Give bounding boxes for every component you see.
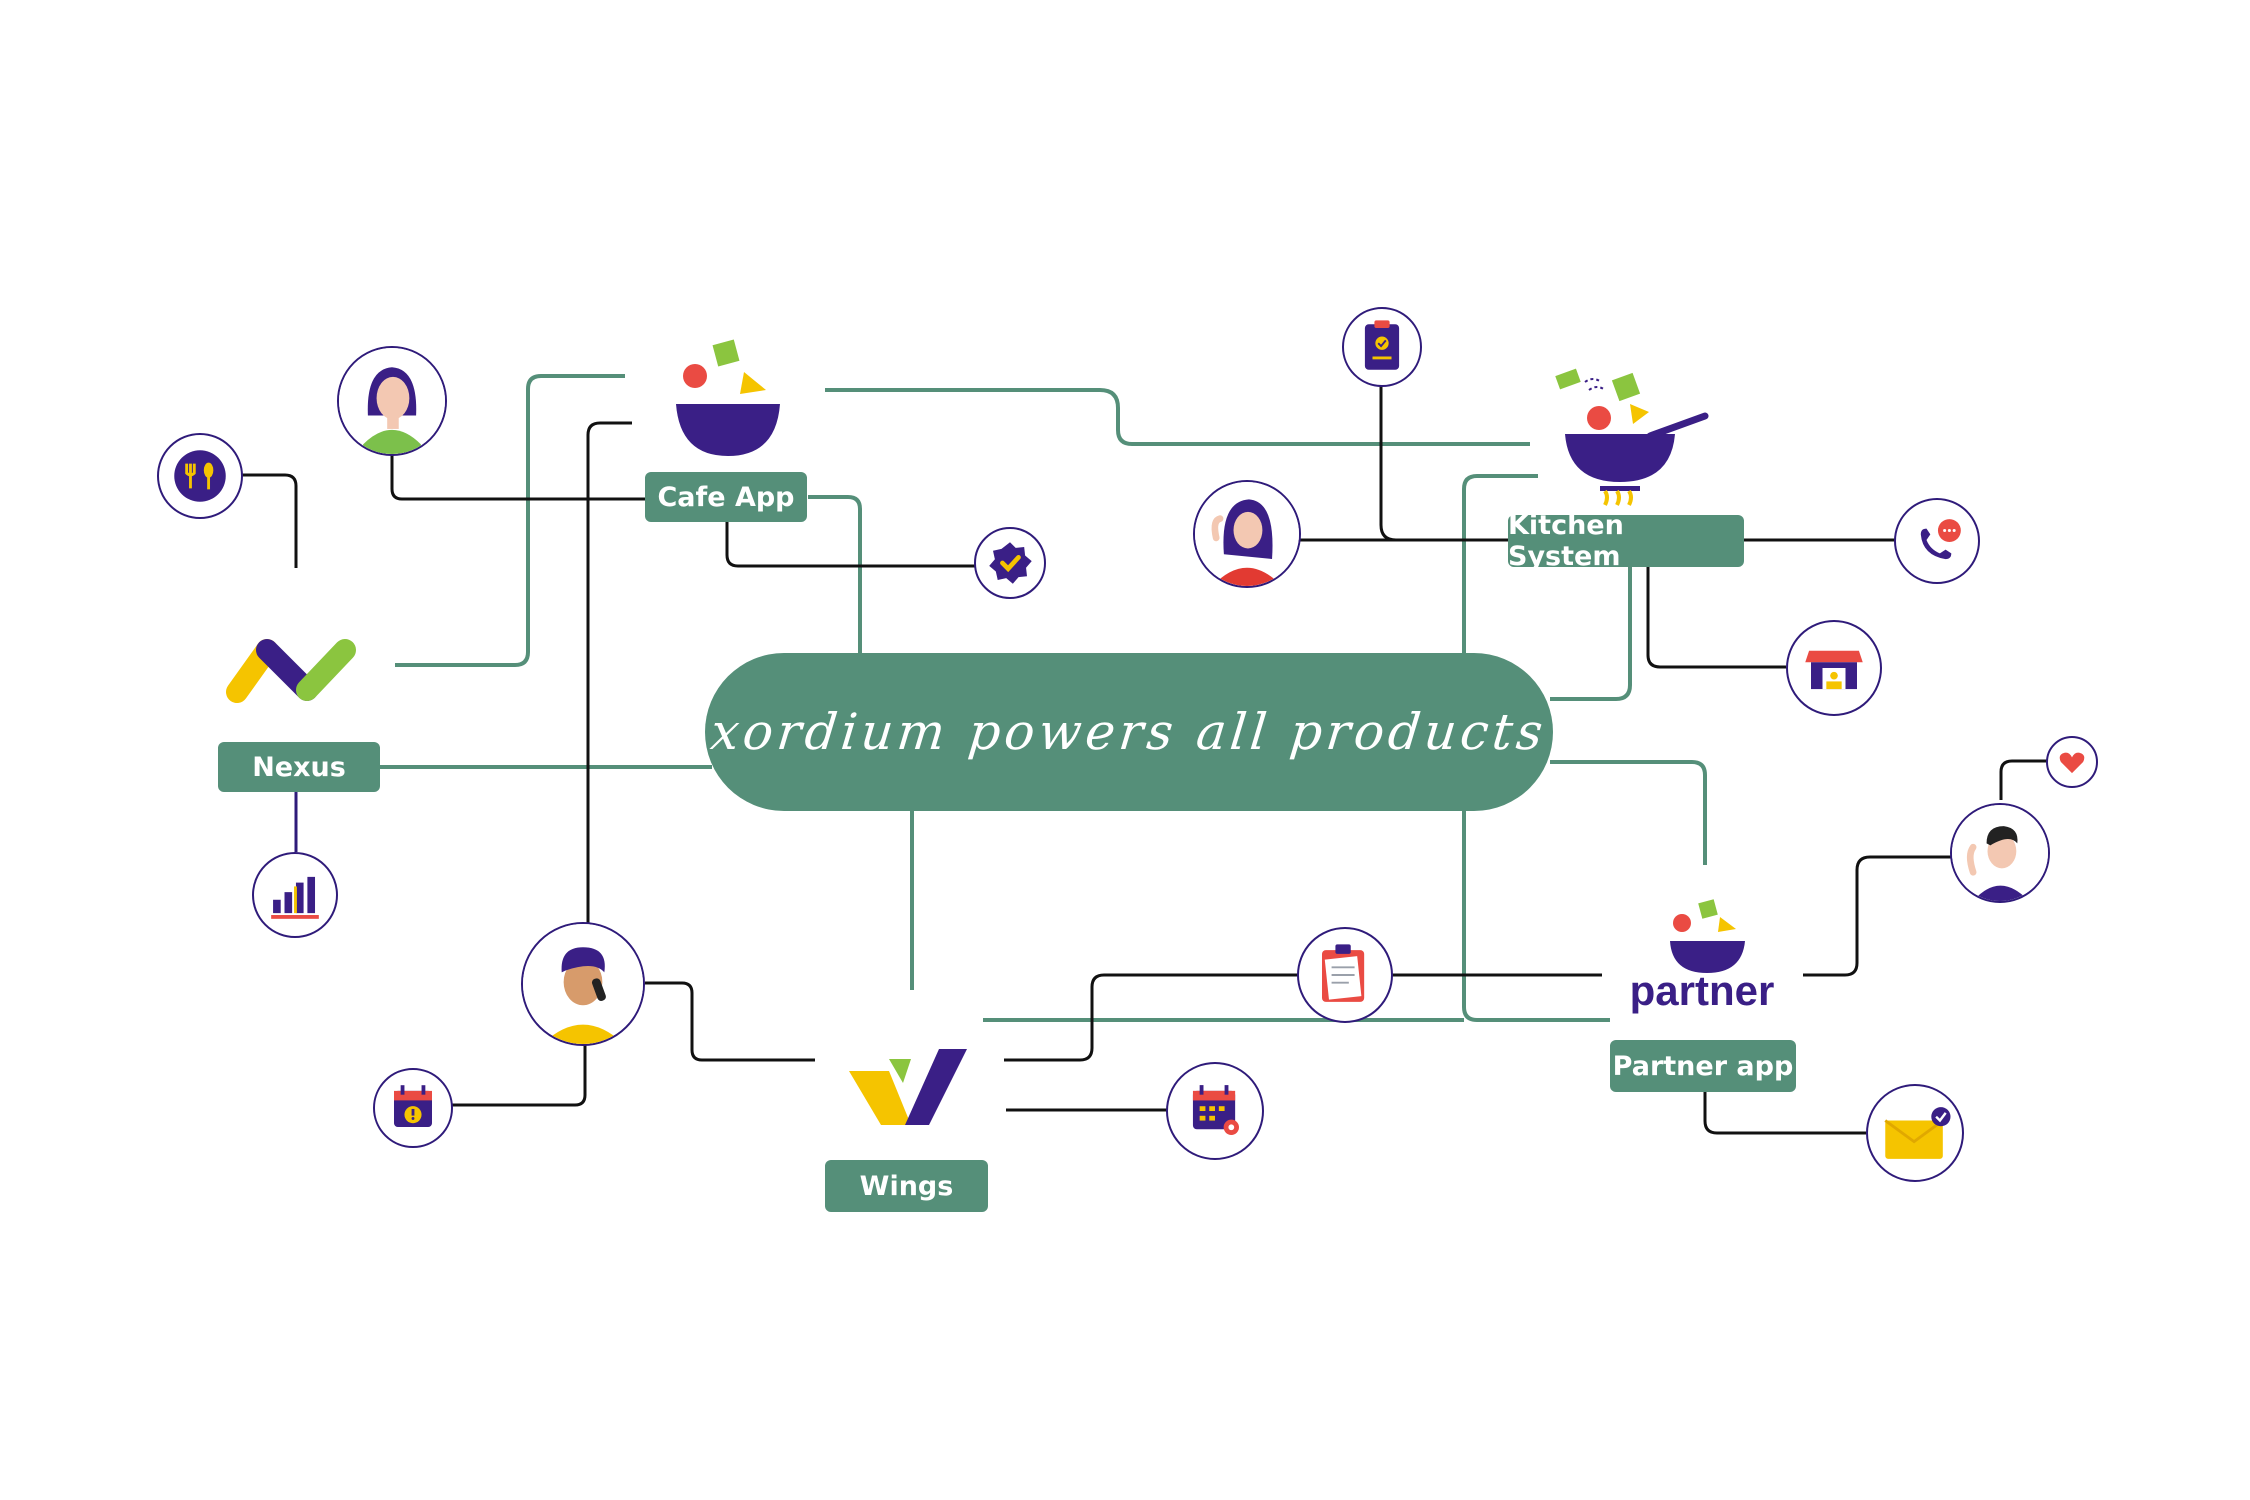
line-kitchen-hub-right [1550, 566, 1630, 699]
cafe-app-tag: Cafe App [645, 472, 807, 522]
calendar-alert-icon [373, 1068, 453, 1148]
man-avatar-icon [1950, 803, 2050, 903]
clipboard-check-icon [1342, 307, 1422, 387]
kitchen-system-tag: Kitchen System [1508, 515, 1744, 567]
cafe-bowl-logo [668, 330, 788, 460]
wings-tag: Wings [825, 1160, 988, 1212]
kitchen-wok-logo [1545, 360, 1720, 515]
woman-avatar-icon [337, 346, 447, 456]
calendar-settings-icon [1166, 1062, 1264, 1160]
heart-icon [2046, 736, 2098, 788]
line-cafe-kitchen [825, 390, 1530, 444]
line-support-wings [645, 983, 815, 1060]
hub-label: xordium powers all products [708, 703, 1549, 761]
line-cafe-badge [727, 519, 975, 566]
line-kitchen-store [1648, 566, 1786, 667]
line-cafe-hub [808, 497, 860, 653]
support-avatar-icon [521, 922, 645, 1046]
bar-chart-icon [252, 852, 338, 938]
mail-icon [1866, 1084, 1964, 1182]
line-hub-partner-right [1550, 762, 1705, 865]
partner-app-tag: Partner app [1610, 1040, 1796, 1092]
restaurant-icon [157, 433, 243, 519]
nexus-tag: Nexus [218, 742, 380, 792]
line-hub-partner [1464, 811, 1610, 1020]
partner-logo-word: partner [1622, 967, 1782, 1015]
line-clipboard-kitchen [1381, 385, 1508, 540]
nexus-logo [225, 630, 365, 710]
chef-avatar-icon [1193, 480, 1301, 588]
line-woman-cafe [392, 454, 645, 499]
line-wings-invoice [1004, 975, 1300, 1060]
partner-bowl-logo [1660, 895, 1755, 975]
invoice-icon [1297, 927, 1393, 1023]
line-calendar-support [452, 1044, 585, 1105]
phone-chat-icon [1894, 498, 1980, 584]
line-man-heart [2001, 761, 2047, 800]
store-icon [1786, 620, 1882, 716]
line-partner-mail [1705, 1092, 1866, 1133]
line-partner-man [1803, 857, 1952, 975]
verified-badge-icon [974, 527, 1046, 599]
wings-logo [845, 1045, 975, 1130]
line-restaurant-nexus [242, 475, 296, 568]
hub-banner: xordium powers all products [705, 653, 1553, 811]
